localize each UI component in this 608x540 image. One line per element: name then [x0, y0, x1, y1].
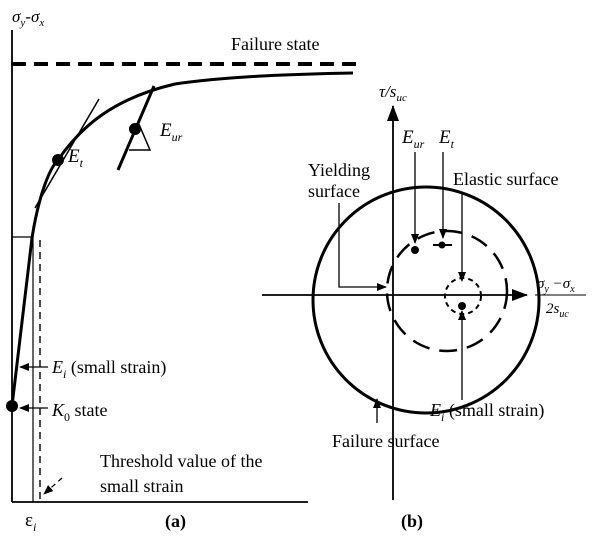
eur-label-b: Eur: [401, 127, 425, 151]
ei-label-b: Ei (small strain): [429, 400, 544, 424]
eur-slope-triangle: [129, 121, 152, 151]
threshold-label-line1: Threshold value of the: [100, 451, 262, 471]
et-tangent-line: [34, 98, 100, 209]
eur-point: [129, 123, 141, 135]
et-label-b: Et: [438, 127, 455, 151]
caption-a: (a): [165, 511, 186, 532]
panel-b: τ/suc σy −σx 2suc Eur Et: [262, 82, 586, 532]
sigma-axis-label-denominator: 2suc: [546, 301, 569, 320]
caption-b: (b): [401, 511, 423, 532]
eur-label-a: Eur: [159, 120, 183, 144]
et-point: [52, 154, 64, 166]
failure-surface-label: Failure surface: [332, 431, 439, 451]
k0-label: K0 state: [51, 400, 108, 424]
elastic-surface-label: Elastic surface: [453, 169, 558, 189]
yielding-label-line1: Yielding: [308, 160, 370, 180]
panel-a: σy-σx Failure state Et Eur Ei (small str…: [6, 7, 357, 534]
tau-axis-label: τ/suc: [379, 82, 407, 104]
yielding-label-line2: surface: [308, 181, 360, 201]
et-label-a: Et: [67, 146, 84, 170]
failure-state-label: Failure state: [231, 34, 319, 54]
yielding-arrow: [338, 203, 387, 291]
small-strain-box: [12, 236, 34, 502]
k0-point: [6, 400, 18, 412]
x-axis-label-a: εi: [25, 510, 36, 534]
sigma-axis-label: σy −σx 2suc: [535, 276, 586, 320]
threshold-arrow: [43, 477, 63, 495]
y-axis-label-a: σy-σx: [12, 7, 44, 29]
threshold-label-line2: small strain: [100, 476, 184, 496]
sigma-axis-label-numerator: σy −σx: [537, 276, 575, 295]
ei-label-a: Ei (small strain): [51, 357, 166, 381]
ei-point-b: [458, 302, 466, 310]
eur-point-b: [411, 246, 419, 254]
stress-strain-curve: [10, 71, 354, 407]
failure-surface-circle: [311, 185, 541, 415]
yielding-surface-circle: [385, 229, 509, 353]
